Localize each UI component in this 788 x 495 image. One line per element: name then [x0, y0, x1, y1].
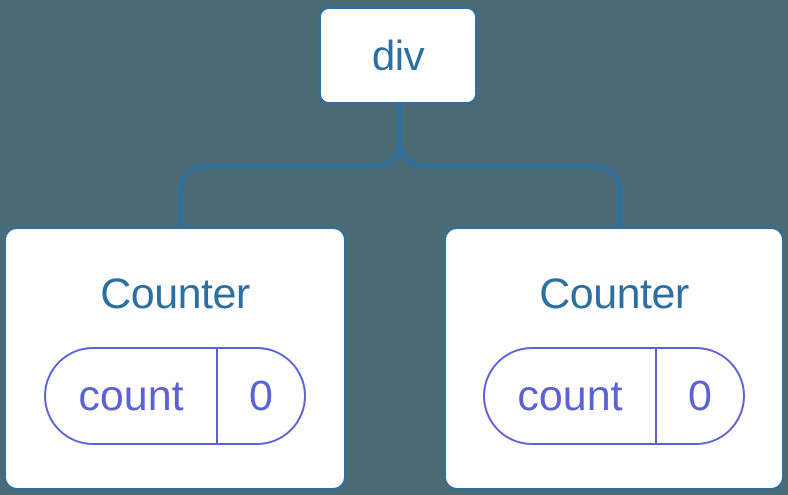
counter-node-right: Counter count 0 [444, 227, 784, 490]
counter-node-left: Counter count 0 [4, 227, 346, 490]
state-value: 0 [216, 349, 304, 444]
state-pill: count 0 [483, 347, 745, 446]
root-node-label: div [371, 31, 425, 79]
state-key: count [517, 371, 623, 420]
root-node: div [319, 7, 477, 104]
counter-title: Counter [539, 270, 689, 318]
connector-path [178, 103, 622, 228]
state-pill: count 0 [44, 347, 306, 446]
state-key: count [78, 371, 184, 420]
state-value: 0 [655, 349, 743, 444]
counter-title: Counter [100, 270, 250, 318]
